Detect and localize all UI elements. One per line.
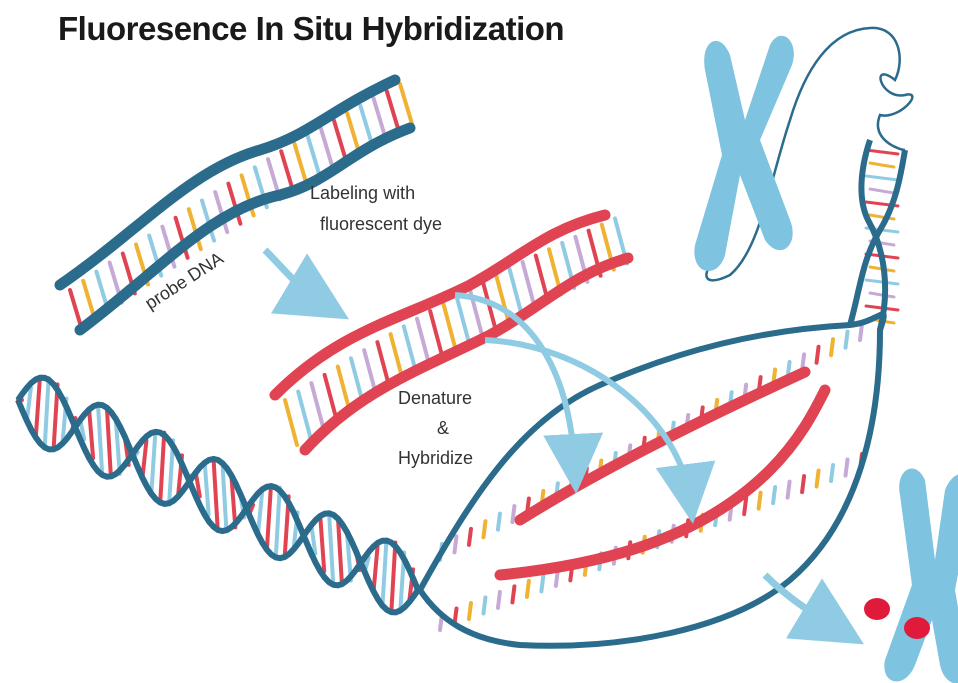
labeling-arrow — [265, 250, 325, 305]
labeling-label-1: Labeling with — [310, 183, 415, 203]
hybridized-probes — [500, 372, 825, 575]
labeled-chromosome-icon — [864, 468, 958, 683]
genomic-helix — [18, 378, 418, 613]
labeling-label-2: fluorescent dye — [320, 214, 442, 234]
denature-label-1: Denature — [398, 388, 472, 408]
result-arrow — [765, 575, 840, 630]
fluorescent-signal — [864, 598, 890, 620]
denatured-region — [420, 140, 905, 646]
denature-label-3: Hybridize — [398, 448, 473, 468]
labeled-probe-bases — [285, 219, 627, 445]
denature-label-2: & — [437, 418, 449, 438]
fluorescent-signal — [904, 617, 930, 639]
